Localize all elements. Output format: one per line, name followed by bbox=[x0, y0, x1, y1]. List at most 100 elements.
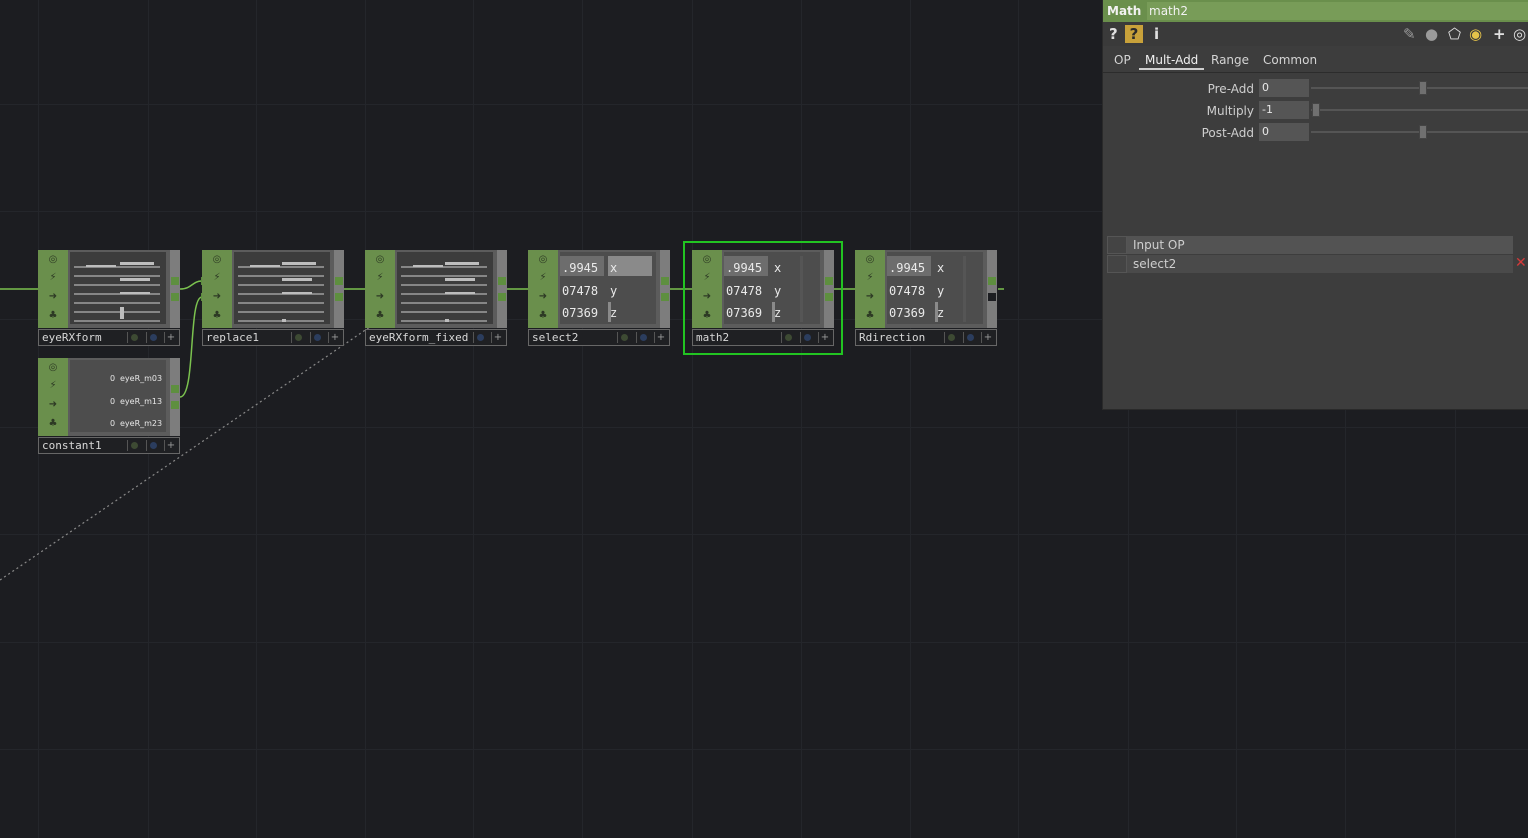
cook-flag-icon[interactable]: ⚡ bbox=[703, 272, 711, 283]
clone-icon[interactable]: ⬠ bbox=[1448, 25, 1462, 43]
tab-op[interactable]: OP bbox=[1114, 53, 1131, 67]
node-button[interactable] bbox=[617, 332, 630, 343]
node-namebar[interactable]: math2 + bbox=[692, 329, 834, 346]
node-button[interactable] bbox=[127, 332, 140, 343]
node-button[interactable] bbox=[781, 332, 794, 343]
viewer-flag-icon[interactable]: ◎ bbox=[212, 254, 222, 265]
viewer-flag-icon[interactable]: ◎ bbox=[702, 254, 712, 265]
node-math2[interactable]: ◎ ⚡ ➜ ♣ .9945 x 07478 y 07369 z bbox=[692, 250, 834, 346]
info-icon[interactable]: i bbox=[1154, 25, 1160, 43]
output-port[interactable] bbox=[988, 277, 996, 285]
lock-flag-icon[interactable]: ♣ bbox=[538, 310, 548, 321]
node-namebar[interactable]: eyeRXform_fixed + bbox=[365, 329, 507, 346]
tab-common[interactable]: Common bbox=[1263, 53, 1318, 67]
node-namebar[interactable]: eyeRXform + bbox=[38, 329, 180, 346]
bypass-flag-icon[interactable]: ➜ bbox=[375, 291, 385, 302]
output-port[interactable] bbox=[171, 293, 179, 301]
comment-icon[interactable]: ● bbox=[1425, 25, 1439, 43]
viewer-flag-icon[interactable]: ◎ bbox=[538, 254, 548, 265]
cook-flag-icon[interactable]: ⚡ bbox=[213, 272, 221, 283]
bypass-flag-icon[interactable]: ➜ bbox=[702, 291, 712, 302]
node-button[interactable] bbox=[146, 440, 159, 451]
node-plus-icon[interactable]: + bbox=[818, 332, 831, 343]
output-port[interactable] bbox=[335, 277, 343, 285]
output-port[interactable] bbox=[988, 293, 996, 301]
node-button[interactable] bbox=[473, 332, 486, 343]
pre-add-slider-handle[interactable] bbox=[1419, 81, 1427, 95]
output-port[interactable] bbox=[498, 277, 506, 285]
post-add-field[interactable]: 0 bbox=[1259, 123, 1309, 141]
node-eyeRXform[interactable]: ◎ ⚡ ➜ ♣ eyeRXform + bbox=[38, 250, 180, 346]
node-button[interactable] bbox=[944, 332, 957, 343]
python-help-icon[interactable]: ? bbox=[1125, 25, 1143, 43]
tab-range[interactable]: Range bbox=[1211, 53, 1250, 67]
node-button[interactable] bbox=[310, 332, 323, 343]
node-button[interactable] bbox=[636, 332, 649, 343]
node-plus-icon[interactable]: + bbox=[981, 332, 994, 343]
post-add-slider-handle[interactable] bbox=[1419, 125, 1427, 139]
pre-add-field[interactable]: 0 bbox=[1259, 79, 1309, 97]
node-Rdirection[interactable]: ◎ ⚡ ➜ ♣ .9945 x 07478 y 07369 z bbox=[855, 250, 997, 346]
target-icon[interactable]: ◎ bbox=[1513, 25, 1527, 43]
output-port[interactable] bbox=[171, 277, 179, 285]
help-icon[interactable]: ? bbox=[1109, 25, 1118, 43]
output-port[interactable] bbox=[661, 277, 669, 285]
python-icon[interactable]: ◉ bbox=[1469, 25, 1483, 43]
node-plus-icon[interactable]: + bbox=[654, 332, 667, 343]
input-row-handle[interactable] bbox=[1107, 255, 1127, 273]
node-plus-icon[interactable]: + bbox=[164, 332, 177, 343]
node-namebar[interactable]: Rdirection + bbox=[855, 329, 997, 346]
node-button[interactable] bbox=[291, 332, 304, 343]
multiply-slider[interactable] bbox=[1311, 109, 1528, 111]
multiply-field[interactable]: -1 bbox=[1259, 101, 1309, 119]
output-port[interactable] bbox=[825, 277, 833, 285]
bypass-flag-icon[interactable]: ➜ bbox=[865, 291, 875, 302]
lock-flag-icon[interactable]: ♣ bbox=[212, 310, 222, 321]
node-namebar[interactable]: constant1 + bbox=[38, 437, 180, 454]
output-port[interactable] bbox=[335, 293, 343, 301]
lock-flag-icon[interactable]: ♣ bbox=[702, 310, 712, 321]
node-plus-icon[interactable]: + bbox=[491, 332, 504, 343]
op-name-field[interactable]: math2 bbox=[1147, 2, 1528, 20]
node-namebar[interactable]: select2 + bbox=[528, 329, 670, 346]
cook-flag-icon[interactable]: ⚡ bbox=[49, 380, 57, 391]
node-button[interactable] bbox=[963, 332, 976, 343]
node-namebar[interactable]: replace1 + bbox=[202, 329, 344, 346]
node-eyeRXform-fixed[interactable]: ◎ ⚡ ➜ ♣ eyeRXform_fixed + bbox=[365, 250, 507, 346]
cook-flag-icon[interactable]: ⚡ bbox=[866, 272, 874, 283]
lock-flag-icon[interactable]: ♣ bbox=[48, 310, 58, 321]
cook-flag-icon[interactable]: ⚡ bbox=[376, 272, 384, 283]
node-plus-icon[interactable]: + bbox=[164, 440, 177, 451]
output-port[interactable] bbox=[171, 385, 179, 393]
edit-icon[interactable]: ✎ bbox=[1403, 25, 1416, 43]
bypass-flag-icon[interactable]: ➜ bbox=[48, 399, 58, 410]
viewer-flag-icon[interactable]: ◎ bbox=[48, 254, 58, 265]
cook-flag-icon[interactable]: ⚡ bbox=[49, 272, 57, 283]
node-plus-icon[interactable]: + bbox=[328, 332, 341, 343]
node-replace1[interactable]: ◎ ⚡ ➜ ♣ replace1 + bbox=[201, 250, 344, 346]
node-constant1[interactable]: ◎ ⚡ ➜ ♣ 0 eyeR_m03 0 eyeR_m13 0 eyeR_m23… bbox=[38, 358, 180, 454]
input-op-cell[interactable]: select2 bbox=[1127, 255, 1513, 273]
node-button[interactable] bbox=[146, 332, 159, 343]
output-port[interactable] bbox=[825, 293, 833, 301]
add-icon[interactable]: + bbox=[1493, 25, 1506, 43]
viewer-flag-icon[interactable]: ◎ bbox=[48, 362, 58, 373]
bypass-flag-icon[interactable]: ➜ bbox=[48, 291, 58, 302]
cook-flag-icon[interactable]: ⚡ bbox=[539, 272, 547, 283]
viewer-flag-icon[interactable]: ◎ bbox=[865, 254, 875, 265]
lock-flag-icon[interactable]: ♣ bbox=[48, 418, 58, 429]
output-port[interactable] bbox=[498, 293, 506, 301]
viewer-flag-icon[interactable]: ◎ bbox=[375, 254, 385, 265]
multiply-slider-handle[interactable] bbox=[1312, 103, 1320, 117]
tab-mult-add[interactable]: Mult-Add bbox=[1139, 53, 1205, 70]
lock-flag-icon[interactable]: ♣ bbox=[375, 310, 385, 321]
output-port[interactable] bbox=[661, 293, 669, 301]
node-button[interactable] bbox=[127, 440, 140, 451]
output-port[interactable] bbox=[171, 401, 179, 409]
node-select2[interactable]: ◎ ⚡ ➜ ♣ .9945 x 07478 y 07369 z bbox=[528, 250, 670, 346]
node-button[interactable] bbox=[800, 332, 813, 343]
bypass-flag-icon[interactable]: ➜ bbox=[538, 291, 548, 302]
bypass-flag-icon[interactable]: ➜ bbox=[212, 291, 222, 302]
delete-icon[interactable]: ✕ bbox=[1515, 255, 1527, 271]
